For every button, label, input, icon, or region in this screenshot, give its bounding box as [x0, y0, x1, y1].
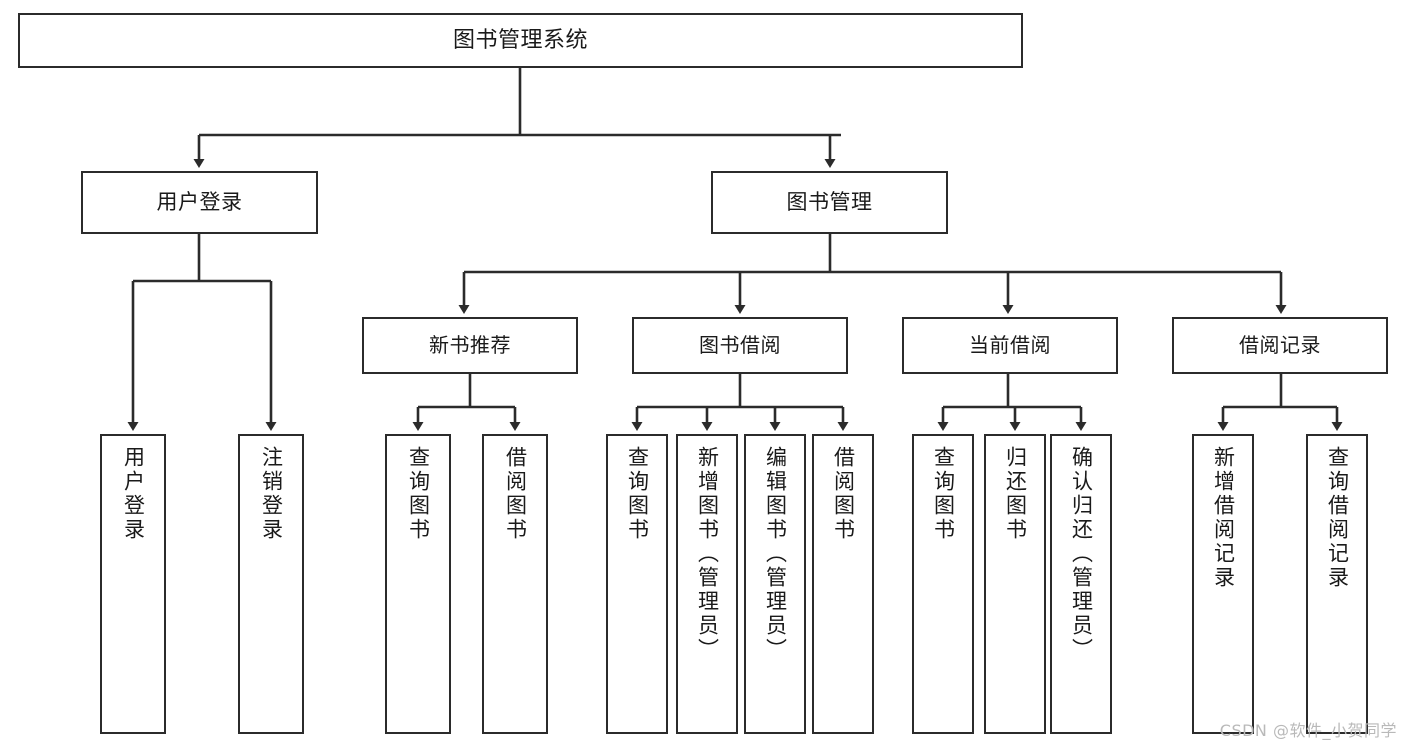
node-book-borrow[interactable]: 图书借阅: [632, 317, 848, 374]
node-leaf-query-record-label: 查询借阅记录: [1325, 446, 1350, 590]
node-leaf-return-book[interactable]: 归还图书: [984, 434, 1046, 734]
node-leaf-confirm-return[interactable]: 确认归还（管理员）: [1050, 434, 1112, 734]
node-leaf-user-login-label: 用户登录: [121, 446, 146, 542]
node-leaf-query-book-2-label: 查询图书: [625, 446, 650, 542]
node-user-login-label: 用户登录: [156, 190, 243, 215]
node-leaf-add-record[interactable]: 新增借阅记录: [1192, 434, 1254, 734]
node-leaf-edit-book-label: 编辑图书（管理员）: [763, 446, 788, 662]
node-book-borrow-label: 图书借阅: [699, 333, 781, 357]
node-leaf-query-book-2[interactable]: 查询图书: [606, 434, 668, 734]
node-borrow-record[interactable]: 借阅记录: [1172, 317, 1388, 374]
node-leaf-query-book-3-label: 查询图书: [931, 446, 956, 542]
node-book-manage[interactable]: 图书管理: [711, 171, 948, 234]
node-leaf-user-logout[interactable]: 注销登录: [238, 434, 304, 734]
node-root-label: 图书管理系统: [452, 27, 588, 53]
node-book-manage-label: 图书管理: [786, 190, 873, 215]
node-leaf-query-record[interactable]: 查询借阅记录: [1306, 434, 1368, 734]
node-borrow-record-label: 借阅记录: [1239, 333, 1321, 357]
node-leaf-query-book-3[interactable]: 查询图书: [912, 434, 974, 734]
node-new-book-rec[interactable]: 新书推荐: [362, 317, 578, 374]
node-leaf-borrow-book-2-label: 借阅图书: [831, 446, 856, 542]
node-leaf-return-book-label: 归还图书: [1003, 446, 1028, 542]
node-new-book-rec-label: 新书推荐: [429, 333, 511, 357]
node-leaf-query-book-1-label: 查询图书: [406, 446, 431, 542]
node-leaf-user-login[interactable]: 用户登录: [100, 434, 166, 734]
node-leaf-confirm-return-label: 确认归还（管理员）: [1069, 446, 1094, 662]
node-leaf-add-book[interactable]: 新增图书（管理员）: [676, 434, 738, 734]
node-leaf-add-record-label: 新增借阅记录: [1211, 446, 1236, 590]
node-leaf-borrow-book-1[interactable]: 借阅图书: [482, 434, 548, 734]
node-current-borrow-label: 当前借阅: [969, 333, 1051, 357]
node-leaf-add-book-label: 新增图书（管理员）: [695, 446, 720, 662]
node-current-borrow[interactable]: 当前借阅: [902, 317, 1118, 374]
node-leaf-user-logout-label: 注销登录: [259, 446, 284, 542]
node-leaf-query-book-1[interactable]: 查询图书: [385, 434, 451, 734]
node-leaf-borrow-book-1-label: 借阅图书: [503, 446, 528, 542]
node-root[interactable]: 图书管理系统: [18, 13, 1023, 68]
node-user-login[interactable]: 用户登录: [81, 171, 318, 234]
node-leaf-edit-book[interactable]: 编辑图书（管理员）: [744, 434, 806, 734]
node-leaf-borrow-book-2[interactable]: 借阅图书: [812, 434, 874, 734]
watermark: CSDN @软件_小贺同学: [1219, 721, 1397, 740]
